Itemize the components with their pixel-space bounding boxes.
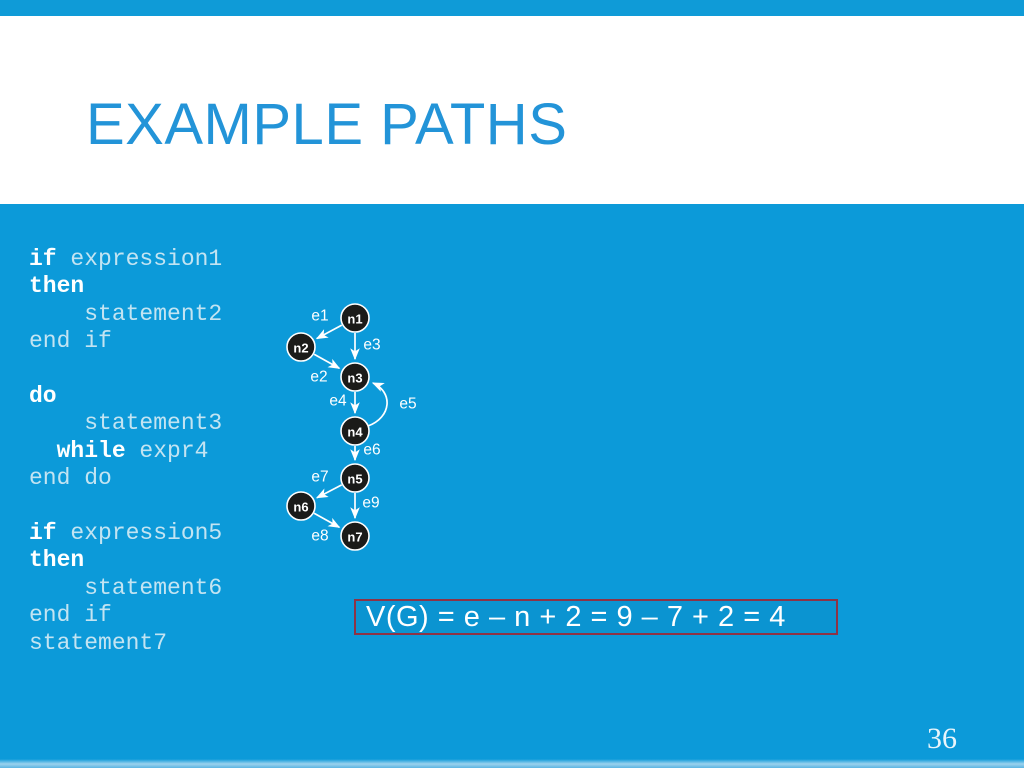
code-text: expr4 <box>125 437 209 464</box>
code-text: statement3 <box>29 410 223 437</box>
edge-e2 <box>313 353 341 370</box>
node-n2: n2 <box>286 332 316 362</box>
edge-label-e8: e8 <box>311 528 328 545</box>
code-keyword: while <box>56 437 126 464</box>
node-circle-n3 <box>340 362 370 392</box>
edge-e1 <box>315 324 343 340</box>
code-line-1: if expression1 <box>29 246 222 273</box>
node-circle-n2 <box>286 332 316 362</box>
code-keyword: if <box>29 520 57 547</box>
edge-e8 <box>313 512 341 529</box>
node-n7: n7 <box>340 521 370 551</box>
cyclomatic-complexity-formula: V(G) = e – n + 2 = 9 – 7 + 2 = 4 <box>366 600 786 633</box>
node-label-n1: n1 <box>347 312 362 327</box>
code-keyword: then <box>29 547 85 574</box>
node-circle-n7 <box>340 521 370 551</box>
code-keyword: if <box>29 246 57 272</box>
edge-label-e9: e9 <box>362 495 379 512</box>
code-line-13: statement6 <box>29 575 222 602</box>
edge-e5 <box>367 382 388 427</box>
code-text: end if <box>29 602 112 629</box>
code-line-15: statement7 <box>29 630 222 657</box>
node-label-n3: n3 <box>347 371 362 386</box>
node-label-n2: n2 <box>293 341 308 356</box>
edge-label-e5: e5 <box>399 396 416 413</box>
edge-label-e2: e2 <box>310 369 327 386</box>
code-text: statement6 <box>29 574 223 601</box>
node-circle-n1 <box>340 303 370 333</box>
code-keyword: then <box>29 273 85 300</box>
code-line-2: then <box>29 273 222 300</box>
code-line-6: do <box>29 383 222 410</box>
node-circle-n5 <box>340 463 370 493</box>
code-line-14: end if <box>29 602 222 629</box>
code-line-4: end if <box>29 328 222 355</box>
code-text: end do <box>29 465 112 492</box>
page-number: 36 <box>927 722 957 755</box>
code-line-3: statement2 <box>29 301 222 328</box>
slide-title: EXAMPLE PATHS <box>86 92 568 157</box>
code-line-8: while expr4 <box>29 438 222 465</box>
code-line-9: end do <box>29 465 222 492</box>
code-line-7: statement3 <box>29 410 222 437</box>
title-band: EXAMPLE PATHS <box>0 16 1024 204</box>
code-text: expression1 <box>56 246 223 272</box>
code-text: expression5 <box>56 520 223 547</box>
edge-label-e4: e4 <box>329 393 347 410</box>
node-circle-n6 <box>286 491 316 521</box>
top-accent-bar <box>0 0 1024 16</box>
edge-label-e7: e7 <box>311 469 328 486</box>
edge-e7 <box>315 484 343 499</box>
formula-box: V(G) = e – n + 2 = 9 – 7 + 2 = 4 <box>354 599 838 635</box>
code-line-12: then <box>29 547 222 574</box>
node-n1: n1 <box>340 303 370 333</box>
code-text: statement7 <box>29 629 168 656</box>
node-n3: n3 <box>340 362 370 392</box>
node-n6: n6 <box>286 491 316 521</box>
bottom-accent-bar <box>0 759 1024 768</box>
node-label-n5: n5 <box>347 472 362 487</box>
node-n4: n4 <box>340 416 370 446</box>
node-label-n7: n7 <box>347 530 362 545</box>
code-text: end if <box>29 328 112 355</box>
edge-label-e3: e3 <box>363 337 380 354</box>
node-label-n6: n6 <box>293 500 308 515</box>
node-circle-n4 <box>340 416 370 446</box>
code-line-11: if expression5 <box>29 520 222 547</box>
node-n5: n5 <box>340 463 370 493</box>
code-keyword: do <box>29 383 57 410</box>
code-text: statement2 <box>29 300 223 327</box>
node-label-n4: n4 <box>347 425 363 440</box>
edge-label-e6: e6 <box>363 442 380 459</box>
edge-label-e1: e1 <box>311 308 328 325</box>
